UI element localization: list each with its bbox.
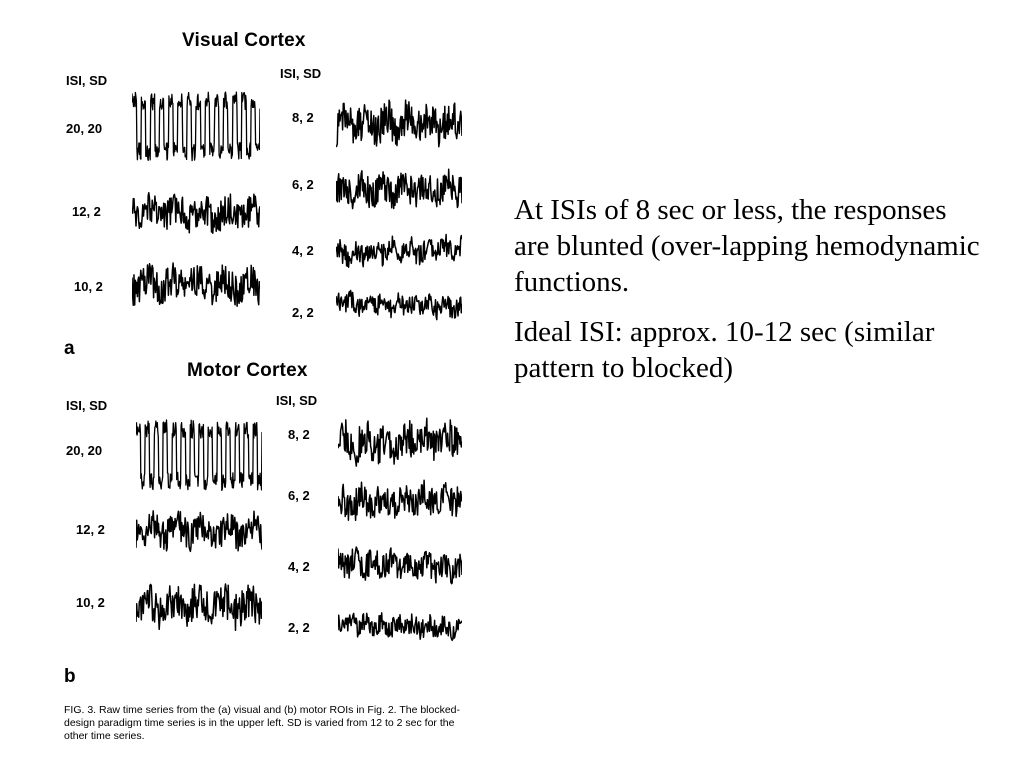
time-series-trace xyxy=(338,417,462,467)
time-series-trace xyxy=(338,546,462,585)
left-column-header: ISI, SD xyxy=(66,73,108,88)
row-label: 8, 2 xyxy=(292,110,314,125)
panel-title-visual-cortex: Visual Cortex xyxy=(182,30,306,51)
panel-title-motor-cortex: Motor Cortex xyxy=(187,360,308,381)
row-label: 20, 20 xyxy=(66,443,103,458)
slide-paragraph-2: Ideal ISI: approx. 10-12 sec (similar pa… xyxy=(514,316,935,384)
trace-line xyxy=(136,419,262,492)
trace-line xyxy=(336,99,462,148)
trace-line xyxy=(336,168,462,210)
time-series-trace xyxy=(338,479,462,522)
time-series-trace xyxy=(336,233,462,268)
right-column-header: ISI, SD xyxy=(276,393,318,408)
row-label: 4, 2 xyxy=(288,559,310,574)
row-label: 20, 20 xyxy=(66,121,103,136)
row-label: 8, 2 xyxy=(288,427,310,442)
trace-line xyxy=(338,479,462,522)
trace-line xyxy=(336,233,462,268)
row-label: 12, 2 xyxy=(72,204,101,219)
time-series-trace xyxy=(136,419,262,492)
row-label: 4, 2 xyxy=(292,243,314,258)
trace-line xyxy=(338,546,462,585)
time-series-trace xyxy=(336,99,462,148)
trace-line xyxy=(338,417,462,467)
trace-line xyxy=(136,583,262,632)
panel-letter-a: a xyxy=(64,338,75,359)
trace-line xyxy=(336,289,462,321)
trace-line xyxy=(132,262,260,307)
trace-line xyxy=(136,510,262,553)
figure: Visual Cortex ISI, SD ISI, SD 20, 20 12,… xyxy=(0,0,500,768)
trace-line xyxy=(338,612,462,642)
time-series-trace xyxy=(336,168,462,210)
time-series-trace xyxy=(132,191,260,234)
row-label: 2, 2 xyxy=(292,305,314,320)
time-series-trace xyxy=(338,612,462,642)
row-label: 6, 2 xyxy=(292,177,314,192)
row-label: 2, 2 xyxy=(288,620,310,635)
row-label: 10, 2 xyxy=(74,279,103,294)
trace-line xyxy=(132,91,260,162)
right-column-header: ISI, SD xyxy=(280,66,322,81)
slide-paragraph-1: At ISIs of 8 sec or less, the responses … xyxy=(514,194,980,298)
row-label: 6, 2 xyxy=(288,488,310,503)
slide-body: At ISIs of 8 sec or less, the responses … xyxy=(514,192,984,400)
time-series-trace xyxy=(136,583,262,632)
panel-letter-b: b xyxy=(64,666,76,687)
row-label: 12, 2 xyxy=(76,522,105,537)
trace-line xyxy=(132,191,260,234)
time-series-trace xyxy=(136,510,262,553)
row-label: 10, 2 xyxy=(76,595,105,610)
time-series-trace xyxy=(132,262,260,307)
time-series-trace xyxy=(132,91,260,162)
time-series-trace xyxy=(336,289,462,321)
figure-caption: FIG. 3. Raw time series from the (a) vis… xyxy=(64,704,461,742)
left-column-header: ISI, SD xyxy=(66,398,108,413)
